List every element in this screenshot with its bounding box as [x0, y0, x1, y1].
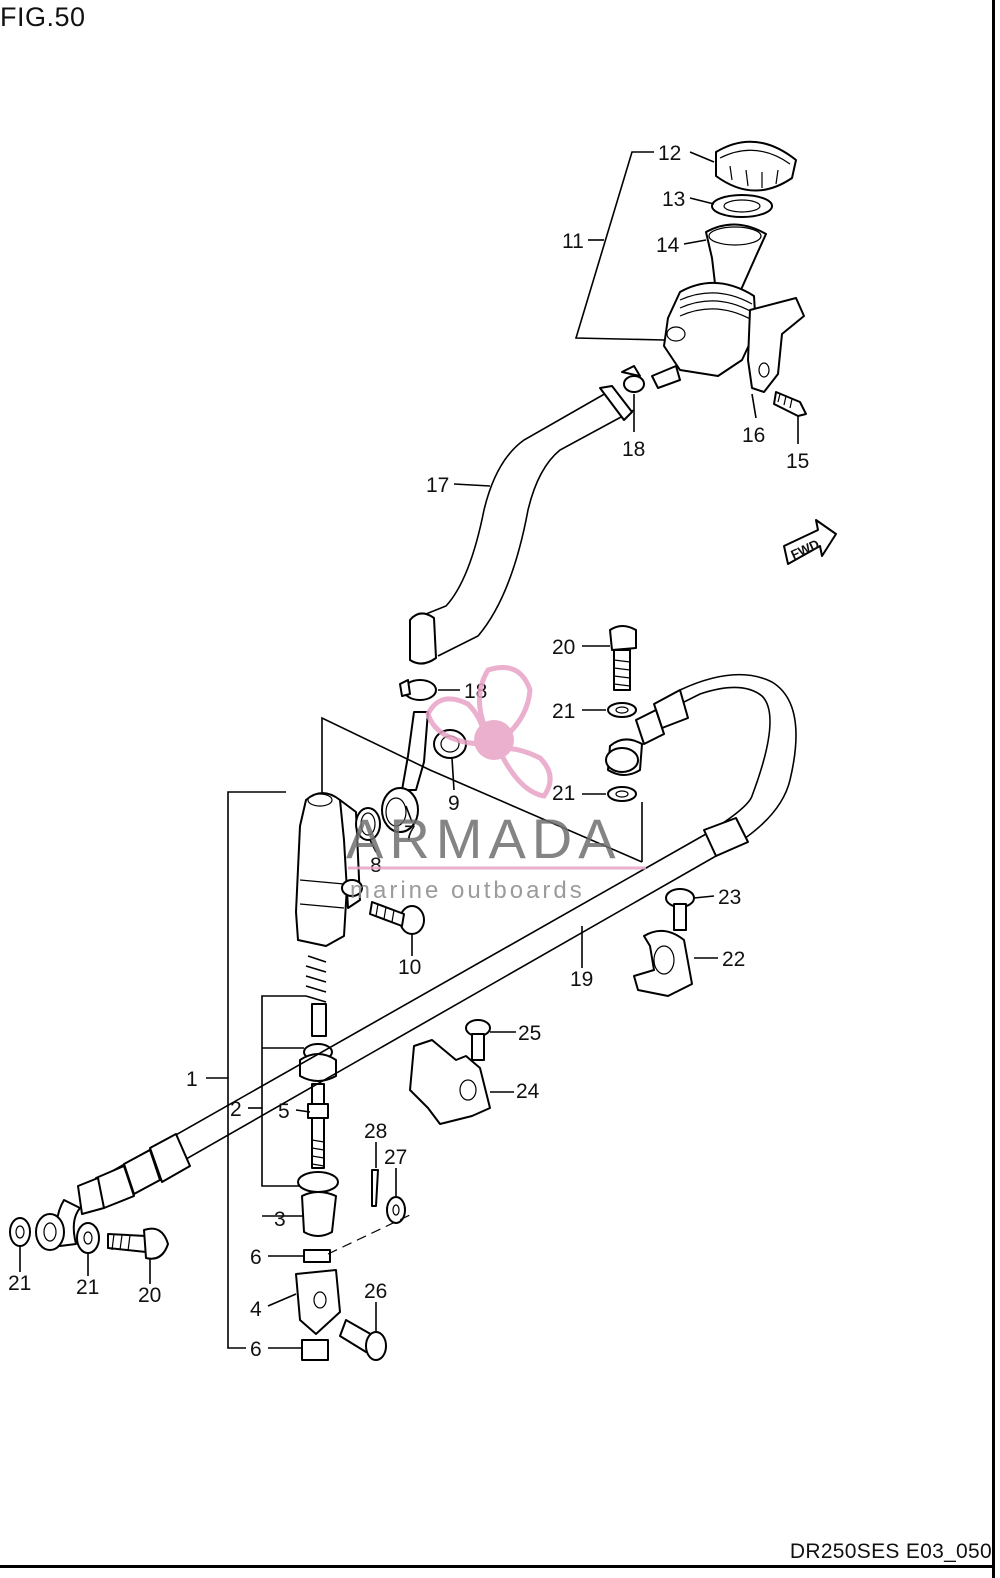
- callout-8: 8: [370, 854, 382, 877]
- brake-hose[interactable]: [55, 673, 797, 1247]
- clevis-pin-26[interactable]: [339, 1319, 387, 1361]
- callout-24: 24: [516, 1080, 540, 1103]
- frame-border-bottom: [0, 1565, 995, 1568]
- callout-21-lower-a: 21: [8, 1272, 31, 1295]
- callout-4: 4: [250, 1298, 262, 1321]
- callout-17: 17: [426, 474, 449, 497]
- callout-5: 5: [278, 1100, 290, 1123]
- callout-18-upper: 18: [622, 438, 645, 461]
- screw-25[interactable]: [465, 1019, 491, 1061]
- figure-code: DR250SES E03_050: [789, 1540, 992, 1563]
- reservoir-plate[interactable]: [711, 194, 773, 218]
- washer-upper-21a[interactable]: [607, 702, 637, 718]
- bracket-bolt-15[interactable]: [773, 391, 807, 417]
- screw-23[interactable]: [665, 888, 695, 931]
- washer-27[interactable]: [386, 1196, 406, 1224]
- banjo-bolt-upper-20[interactable]: [609, 625, 637, 691]
- mounting-bolt-10[interactable]: [369, 901, 425, 935]
- nut-6-upper[interactable]: [303, 1249, 331, 1263]
- reservoir-hose[interactable]: [409, 385, 635, 665]
- banjo-fitting-upper[interactable]: [605, 738, 643, 776]
- callout-28: 28: [364, 1120, 387, 1143]
- hose-clamp-upper[interactable]: [621, 365, 645, 393]
- callout-16: 16: [742, 424, 765, 447]
- circlip-9[interactable]: [433, 729, 467, 759]
- banjo-lower[interactable]: [35, 1213, 65, 1251]
- washer-upper-21b[interactable]: [607, 786, 637, 802]
- piston-set-2[interactable]: [299, 1043, 337, 1082]
- callout-15: 15: [786, 450, 809, 473]
- nut-6-lower[interactable]: [301, 1339, 329, 1361]
- propeller-logo: [425, 665, 553, 799]
- callout-20-lower: 20: [138, 1284, 161, 1307]
- callout-25: 25: [518, 1022, 541, 1045]
- armada-watermark: ARMADA marine outboards: [346, 665, 646, 904]
- washer-lower-21c[interactable]: [9, 1217, 31, 1247]
- svg-text:FWD: FWD: [788, 536, 821, 562]
- callout-27: 27: [384, 1146, 407, 1169]
- callout-21-upper-b: 21: [552, 782, 575, 805]
- reservoir-outlet[interactable]: [651, 365, 681, 389]
- inlet-elbow-7[interactable]: [381, 711, 429, 833]
- callout-6-lower: 6: [250, 1338, 262, 1361]
- cotter-pin-28[interactable]: [371, 1169, 379, 1207]
- reservoir-body[interactable]: [663, 282, 757, 377]
- washer-lower-21d[interactable]: [76, 1222, 100, 1254]
- boot-3[interactable]: [297, 1171, 339, 1237]
- callout-10: 10: [398, 956, 421, 979]
- frame-border-right: [992, 0, 995, 1578]
- watermark-tagline: marine outboards: [350, 877, 585, 904]
- banjo-bolt-lower-20[interactable]: [107, 1227, 169, 1260]
- hose-clamp-22[interactable]: [633, 929, 693, 997]
- callout-23: 23: [718, 886, 741, 909]
- callout-2: 2: [230, 1098, 242, 1121]
- figure-title: FIG.50: [0, 2, 86, 32]
- callout-9: 9: [448, 792, 460, 815]
- spring[interactable]: [305, 955, 327, 1037]
- callout-19: 19: [570, 968, 593, 991]
- callout-11: 11: [562, 230, 584, 253]
- master-cylinder-body[interactable]: [295, 792, 363, 947]
- clevis-4[interactable]: [295, 1269, 341, 1335]
- forward-direction-arrow: FWD: [783, 519, 837, 565]
- callout-21-upper-a: 21: [552, 700, 575, 723]
- callout-numbers: 12 13 11 14 18 16 15 17 20 18 21 9 7 21 …: [8, 142, 809, 1361]
- o-ring-8[interactable]: [355, 807, 381, 841]
- callout-12: 12: [658, 142, 681, 165]
- hose-clamp-lower[interactable]: [399, 679, 437, 701]
- callout-21-lower-b: 21: [76, 1276, 99, 1299]
- callout-3: 3: [274, 1208, 286, 1231]
- callout-26: 26: [364, 1280, 387, 1303]
- callout-20-upper: 20: [552, 636, 575, 659]
- callout-14: 14: [656, 234, 680, 257]
- guide-24[interactable]: [409, 1039, 491, 1125]
- reservoir-cap[interactable]: [715, 140, 797, 192]
- pushrod-5[interactable]: [307, 1083, 329, 1169]
- watermark-brand: ARMADA: [346, 807, 622, 870]
- leader-lines: [19, 151, 799, 1349]
- callout-13: 13: [662, 188, 685, 211]
- reservoir-diaphragm[interactable]: [705, 223, 767, 293]
- callout-6-upper: 6: [250, 1246, 262, 1269]
- callout-1: 1: [186, 1068, 198, 1091]
- callout-22: 22: [722, 948, 745, 971]
- reservoir-bracket[interactable]: [747, 297, 805, 393]
- callout-7: 7: [404, 822, 416, 845]
